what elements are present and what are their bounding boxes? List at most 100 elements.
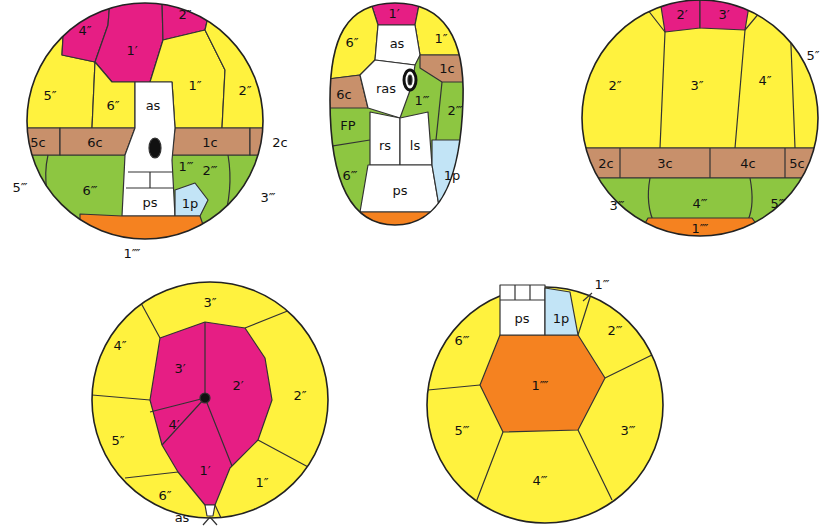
sulcal-view-part [404, 70, 416, 90]
antapical-view-part [420, 280, 670, 527]
sulcal-view-part [436, 82, 442, 140]
plate-label: 2‴ [607, 324, 622, 337]
sulcal-view-part [360, 60, 415, 118]
apical-view-part [150, 322, 232, 466]
plate-label: 6″ [158, 489, 171, 502]
plate-label: 5‴ [454, 424, 469, 437]
sulcal-view-part [320, 212, 470, 240]
ventral-view-part [60, 128, 135, 155]
ventral-view-part [80, 214, 215, 260]
plate-label: 2c [598, 157, 613, 170]
apical-view-part [92, 292, 310, 520]
apical-pore [200, 393, 210, 403]
plate-label: 1‴ [594, 278, 609, 291]
cell-outline [582, 0, 818, 236]
apical-view-part [205, 505, 215, 516]
dorsal-view-part [700, 0, 750, 30]
plate-label: 5‴ [12, 181, 27, 194]
plate-label: 1c [202, 136, 217, 149]
plate-label: 2′ [676, 8, 687, 21]
plate-label: 5‴ [770, 197, 785, 210]
plate-label: 6″ [106, 99, 119, 112]
sulcal-view-part [320, 140, 370, 148]
sulcal-view-part [375, 25, 420, 65]
dorsal-view-part [570, 178, 829, 248]
plate-label: 4c [740, 157, 755, 170]
plate-label: 3c [657, 157, 672, 170]
cell-outline [27, 3, 263, 239]
ventral-view-part [149, 138, 161, 158]
plate-label: 4′ [168, 418, 179, 431]
ventral-view-part [92, 62, 135, 128]
ventral-view-part [175, 183, 208, 216]
plate-label: 5″ [111, 434, 124, 447]
plate-label: 2‴ [447, 104, 462, 117]
plate-label: 1p [553, 312, 570, 325]
plate-label: 2″ [293, 389, 306, 402]
sulcal-view [320, 0, 480, 240]
plate-label: 4″ [758, 74, 771, 87]
plate-label: FP [340, 119, 355, 132]
plate-label: ras [376, 82, 396, 95]
plate-label: rs [379, 139, 391, 152]
plate-label: 1p [182, 197, 199, 210]
sulcal-view-part [432, 140, 470, 212]
sulcal-view-part [360, 165, 440, 212]
sulcal-view-part [370, 112, 400, 165]
plate-label: 1⁗ [692, 222, 709, 235]
plate-label: 3‴ [620, 424, 635, 437]
antapical-view-part [480, 335, 605, 432]
plate-label: 1′ [388, 7, 399, 20]
cell-outline [330, 3, 463, 225]
plate-label: 6″ [345, 36, 358, 49]
plate-label: 1⁗ [532, 379, 549, 392]
anterior-sulcal-pointer [203, 517, 217, 525]
ventral-view-part [250, 128, 290, 155]
plate-label: as [146, 99, 161, 112]
plate-label: 4″ [78, 24, 91, 37]
plate-label: 3″ [690, 79, 703, 92]
plate-label: 1‴ [178, 160, 193, 173]
antapical-view [420, 280, 670, 527]
plate-label: 1c [439, 62, 454, 75]
plate-label: ps [142, 196, 157, 209]
plate-label: 4‴ [692, 197, 707, 210]
sulcal-view-part [400, 112, 432, 165]
ventral-view-part [222, 155, 230, 226]
apical-view-part [150, 322, 272, 505]
plate-label: ps [514, 312, 529, 325]
ventral-view [0, 0, 290, 260]
plate-label: 1⁗ [124, 247, 141, 260]
plate-label: 3″ [203, 296, 216, 309]
plate-label: 1″ [434, 32, 447, 45]
plate-label: 2″ [608, 79, 621, 92]
plate-label: 2″ [238, 84, 251, 97]
plate-label: ps [392, 184, 407, 197]
leader-line [583, 293, 592, 301]
plate-label: 1″ [188, 79, 201, 92]
ventral-view-part [95, 0, 163, 82]
cell-outline [92, 282, 328, 518]
ventral-view-part [122, 82, 175, 216]
plate-label: 3′ [174, 362, 185, 375]
apical-view-part [85, 275, 335, 525]
plate-label: 1′ [199, 464, 210, 477]
plate-label: 6‴ [82, 184, 97, 197]
dorsal-view [570, 0, 829, 250]
plate-label: 1″ [255, 476, 268, 489]
plate-label: 4‴ [532, 474, 547, 487]
plate-label: 2′ [232, 379, 243, 392]
plate-label: as [390, 37, 405, 50]
plate-label: 6‴ [342, 169, 357, 182]
plate-label: 3‴ [609, 199, 624, 212]
plate-label: 5″ [806, 49, 819, 62]
posterior-intercalary-plate [545, 288, 578, 335]
plate-label: 2‴ [202, 164, 217, 177]
dorsal-view-part [570, 0, 829, 148]
plate-label: 1p [444, 169, 461, 182]
dorsal-view-part [640, 0, 795, 148]
plate-label: 1‴ [414, 94, 429, 107]
apical-view [85, 275, 335, 525]
